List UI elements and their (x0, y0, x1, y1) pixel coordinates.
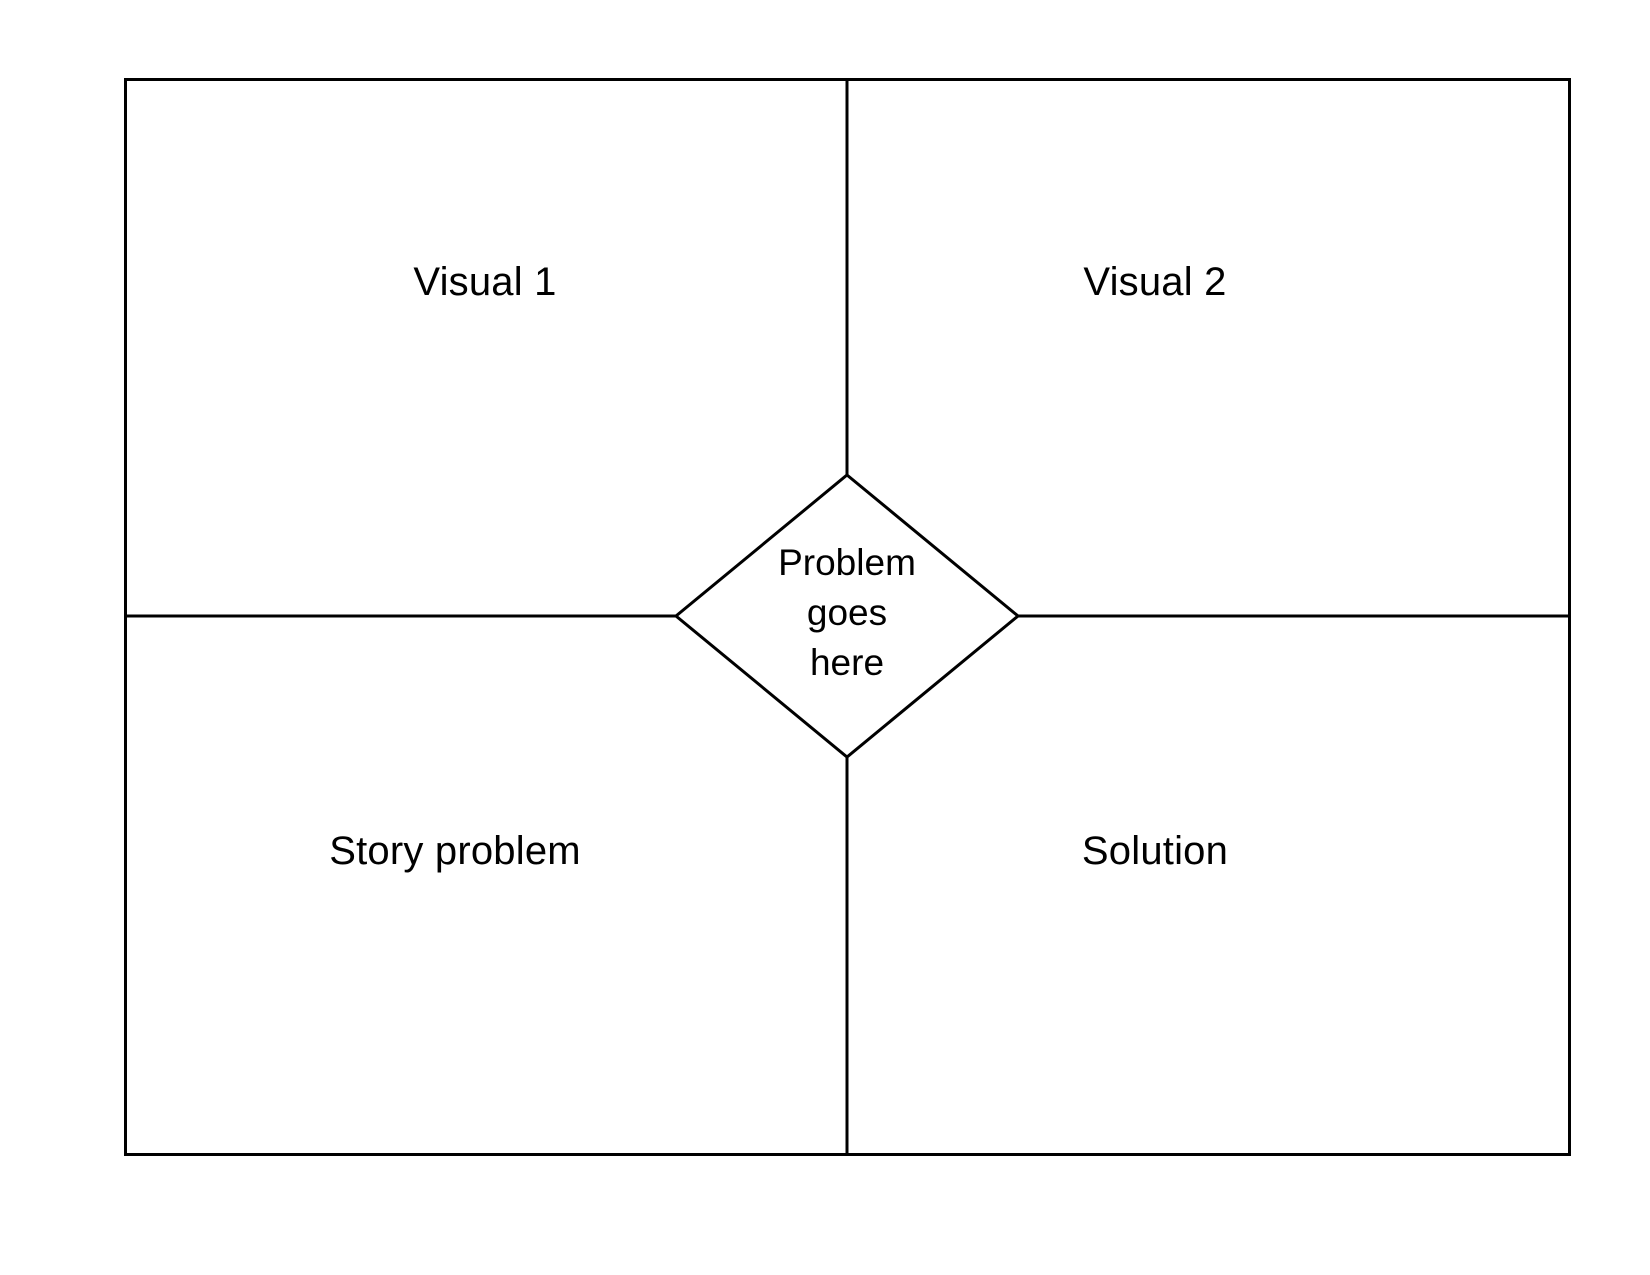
center-diamond-shape (673, 473, 1021, 759)
quadrant-label-bottom-left: Story problem (329, 829, 581, 873)
center-diamond-line-3: here (809, 642, 885, 683)
center-diamond-label: Problem goes here (717, 538, 977, 688)
quadrant-label-bottom-right: Solution (1081, 829, 1229, 873)
center-diamond-line-2: goes (806, 592, 888, 633)
quadrant-label-top-right: Visual 2 (1083, 260, 1227, 304)
center-diamond-line-1: Problem (778, 542, 916, 583)
quadrant-label-top-left: Visual 1 (413, 260, 557, 304)
